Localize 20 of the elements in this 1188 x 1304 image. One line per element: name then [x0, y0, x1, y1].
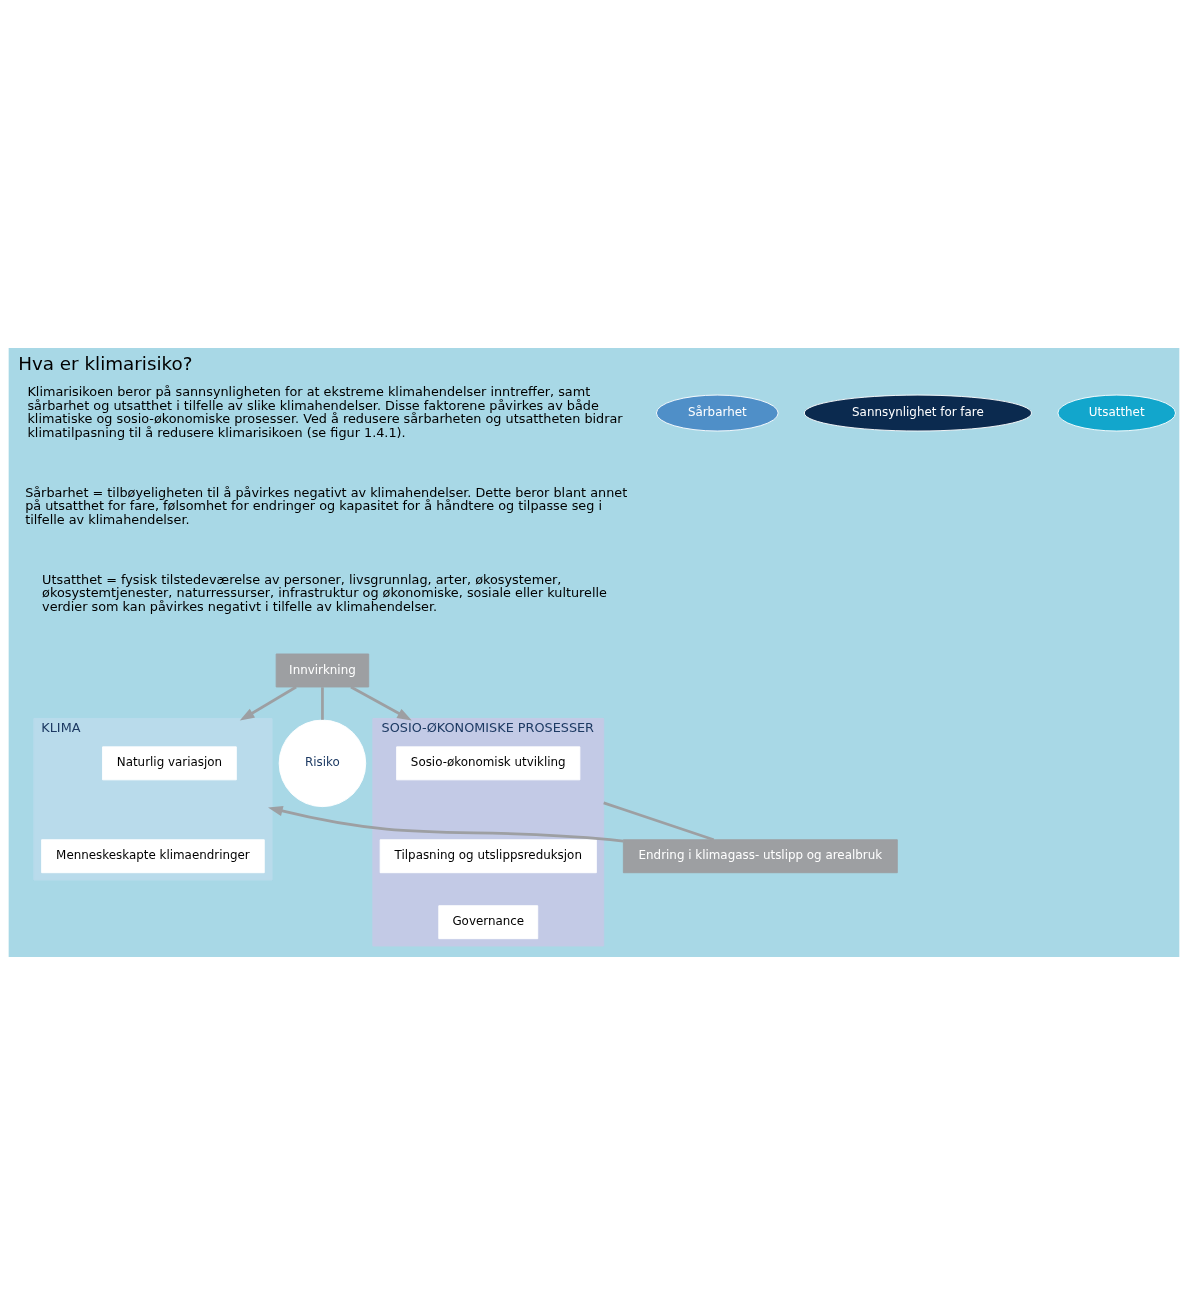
node-ellipse: Sårbarhet [655, 394, 779, 431]
label: Utsatthet = fysisk tilstedeværelse av personer, livsgrunnlag, arter, økosystemer, økosystemtjenester, naturressurser, infrastruktur og økonomiske, sosiale eller kulturelle verdier som kan påvirkes negativt i tilfelle av klimahendelser. [42, 571, 607, 614]
diagram-title: Hva er klimarisiko? [18, 352, 193, 374]
node-circle: Risiko [278, 719, 367, 807]
node-box: Endring i klimagass- utslipp og arealbruk [622, 838, 898, 873]
node-ellipse: Utsatthet [1057, 394, 1176, 431]
label: Klimarisikoen beror på sannsynligheten for at ekstreme klimahendelser inntreffer, samt sårbarhet og utsatthet i tilfelle av slike klimahendelser. Disse faktorene påvirkes av både klimatiske og sosio-økonomiske prosesser. Ved å redusere sårbarheten og utsattheten bidrar klimatilpasning til å redusere klimarisikoen (se figur 1.4.1). [27, 383, 623, 440]
connector [603, 801, 715, 841]
arrow [350, 685, 412, 720]
node-box: Governance [438, 904, 539, 939]
node-ellipse: Sannsynlighet for fare [803, 394, 1032, 431]
node-box: Menneskeskapte klimaendringer [41, 838, 265, 873]
label: Sårbarhet = tilbøyeligheten til å påvirkes negativt av klimahendelser. Dette beror blant annet på utsatthet for fare, følsomhet for endringer og kapasitet for å håndtere og tilpasse seg i tilfelle av klimahendelser. [25, 484, 628, 527]
arrow [268, 805, 624, 842]
connector [321, 686, 324, 720]
arrow [239, 685, 297, 721]
node-box: Innvirkning [275, 653, 370, 687]
node-box: Sosio-økonomisk utvikling [396, 745, 581, 780]
node-box: Tilpasning og utslippsreduksjon [379, 838, 597, 873]
node-box: Naturlig variasjon [102, 745, 237, 780]
